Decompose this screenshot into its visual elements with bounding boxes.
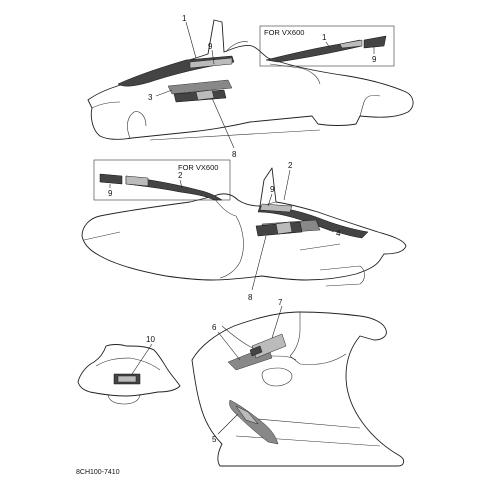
vx600-inset-box-1: FOR VX600 1 9: [259, 25, 395, 67]
callout-9: 9: [270, 185, 275, 194]
inset-box-1-callout-9: 9: [372, 55, 377, 64]
inset-box-1-callout-1: 1: [322, 33, 327, 42]
inset-box-2-title: FOR VX600: [178, 163, 218, 172]
callout-7: 7: [278, 298, 283, 307]
callout-8: 8: [232, 150, 237, 159]
callout-10: 10: [146, 335, 155, 344]
hood-top-view: 6 7 5: [191, 298, 405, 467]
callout-2: 2: [288, 161, 293, 170]
callout-3: 3: [148, 93, 153, 102]
callout-4: 4: [336, 229, 341, 238]
callout-1: 1: [182, 14, 187, 23]
inset-box-2-callout-9: 9: [108, 189, 113, 198]
callout-6: 6: [212, 323, 217, 332]
middle-snowmobile-side-view: 2 9 4 8: [81, 161, 407, 302]
windshield-front-view: 10: [77, 335, 181, 405]
vx600-inset-box-2: FOR VX600 2 9: [93, 159, 231, 201]
diagram-part-code: 8CH100-7410: [76, 469, 120, 476]
callout-9: 9: [208, 42, 213, 51]
callout-8: 8: [248, 293, 253, 302]
inset-box-2-callout-2: 2: [178, 171, 183, 180]
callout-5: 5: [212, 435, 217, 444]
top-snowmobile-side-view: 1 9 3 8: [87, 14, 414, 159]
inset-box-1-title: FOR VX600: [264, 28, 304, 37]
